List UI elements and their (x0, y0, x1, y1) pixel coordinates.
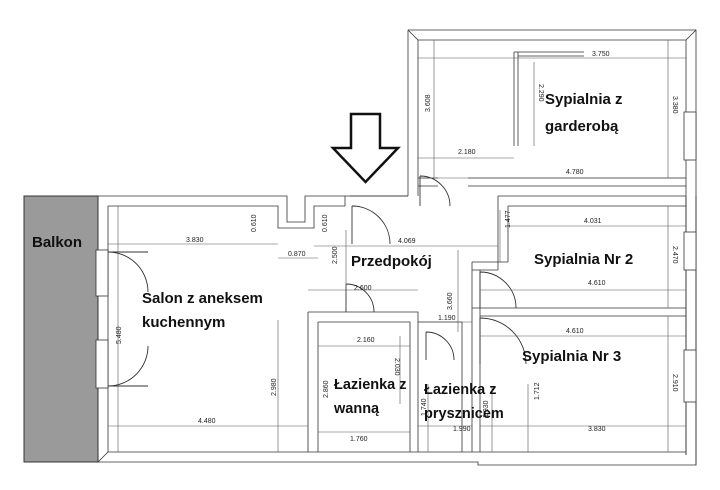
dim-label: 1.190 (438, 315, 456, 322)
dim-label: 2.030 (393, 358, 400, 376)
dim-label: 1.712 (534, 382, 541, 400)
dim-label: 3.608 (425, 94, 432, 112)
dim-label: 1.760 (350, 436, 368, 443)
dim-label: 2.980 (271, 378, 278, 396)
dim-label: 1.740 (421, 398, 428, 416)
dim-label: 4.069 (398, 238, 416, 245)
room-label-przedpokoj: Przedpokój (351, 253, 432, 270)
dim-label: 3.830 (186, 237, 204, 244)
dim-label: 3.380 (671, 96, 678, 114)
dim-label: 0.610 (251, 214, 258, 232)
room-label-sypialnia-garderoba-line1: Sypialnia z (545, 91, 623, 108)
room-label-salon-line1: Salon z aneksem (142, 290, 263, 307)
room-label-salon-line2: kuchennym (142, 314, 225, 331)
dim-label: 2.180 (458, 149, 476, 156)
dim-label: 5.480 (116, 326, 123, 344)
right-windows (683, 111, 697, 403)
dim-label: 4.610 (588, 280, 606, 287)
dim-label: 2.160 (357, 337, 375, 344)
dim-label: 1.477 (505, 210, 512, 228)
dim-label: 4.610 (566, 328, 584, 335)
dim-label: 2.860 (323, 380, 330, 398)
room-label-lazienka-wanna-line1: Łazienka z (334, 377, 407, 393)
dim-label: 4.480 (198, 418, 216, 425)
doors (345, 175, 527, 365)
room-label-balkon: Balkon (32, 234, 82, 251)
dimension-lines (108, 40, 686, 452)
room-label-lazienka-prysznic-line2: prysznicem (424, 406, 504, 422)
dim-label: 1.930 (483, 400, 490, 418)
dim-label: 2.910 (671, 374, 678, 392)
dim-label: 2.470 (671, 246, 678, 264)
dim-label: 4.780 (566, 169, 584, 176)
dim-label: 1.990 (453, 426, 471, 433)
dim-label: 3.750 (592, 51, 610, 58)
dim-label: 0.610 (322, 214, 329, 232)
dim-label: 3.830 (588, 426, 606, 433)
outer-walls (97, 29, 697, 466)
balcony-area (23, 195, 99, 463)
dim-label: 2.500 (332, 246, 339, 264)
dim-label: 2.600 (354, 285, 372, 292)
dimension-labels: 3.750 2.290 3.608 3.380 2.180 4.780 0.61… (116, 51, 678, 443)
balcony-doors (95, 249, 149, 389)
room-label-sypialnia-2: Sypialnia Nr 2 (534, 251, 633, 268)
dim-label: 2.290 (537, 84, 544, 102)
room-label-sypialnia-3: Sypialnia Nr 3 (522, 348, 621, 365)
dim-label: 3.660 (447, 292, 454, 310)
room-label-sypialnia-garderoba-line2: garderobą (545, 118, 619, 135)
dim-label: 4.031 (584, 218, 602, 225)
down-arrow-icon (330, 112, 401, 184)
room-label-lazienka-prysznic-line1: Łazienka z (424, 382, 497, 398)
room-label-lazienka-wanna-line2: wanną (333, 401, 380, 417)
dim-label: 0.870 (288, 251, 306, 258)
room-labels: Balkon Salon z aneksem kuchennym Przedpo… (32, 91, 633, 422)
